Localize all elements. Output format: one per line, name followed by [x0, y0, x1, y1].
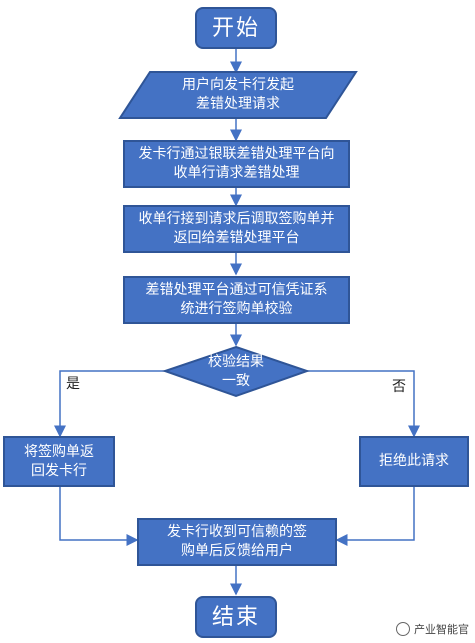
merge-label: 发卡行收到可信赖的签购单后反馈给用户: [167, 524, 307, 559]
start-node: 开始: [195, 7, 277, 49]
end-node: 结束: [195, 596, 277, 638]
input-parallelogram-shape: [118, 71, 358, 119]
arrow-yes-merge: [59, 487, 139, 546]
arrow-decision-yes: [54, 370, 165, 438]
arrow-no-merge: [335, 487, 415, 546]
end-label: 结束: [211, 604, 260, 630]
step2-label: 收单行接到请求后调取签购单并返回给差错处理平台: [138, 211, 335, 246]
step1-node: 发卡行通过银联差错处理平台向收单行请求差错处理: [123, 140, 350, 188]
step1-label: 发卡行通过银联差错处理平台向收单行请求差错处理: [138, 146, 335, 181]
watermark-text: 产业智能官: [414, 623, 469, 636]
input-label: 用户向发卡行发起差错处理请求: [182, 77, 294, 112]
yes-label: 是: [66, 376, 80, 392]
yes-action-node: 将签购单返回发卡行: [3, 436, 115, 487]
no-label: 否: [392, 379, 406, 395]
no-action-node: 拒绝此请求: [359, 436, 469, 487]
yes-action-label: 将签购单返回发卡行: [24, 443, 94, 479]
step3-node: 差错处理平台通过可信凭证系统进行签购单校验: [123, 276, 350, 324]
no-action-label: 拒绝此请求: [379, 453, 449, 469]
start-label: 开始: [211, 15, 260, 41]
decision-label: 校验结果一致: [208, 354, 264, 389]
merge-node: 发卡行收到可信赖的签购单后反馈给用户: [137, 518, 337, 566]
wechat-icon: [396, 622, 410, 636]
decision-node: 校验结果一致: [190, 350, 282, 394]
step2-node: 收单行接到请求后调取签购单并返回给差错处理平台: [123, 205, 350, 253]
decision-diamond-shape: [161, 345, 311, 398]
watermark: 产业智能官: [396, 621, 469, 637]
step3-label: 差错处理平台通过可信凭证系统进行签购单校验: [145, 282, 328, 317]
arrow-decision-no: [307, 370, 420, 438]
input-node: 用户向发卡行发起差错处理请求: [150, 72, 326, 118]
